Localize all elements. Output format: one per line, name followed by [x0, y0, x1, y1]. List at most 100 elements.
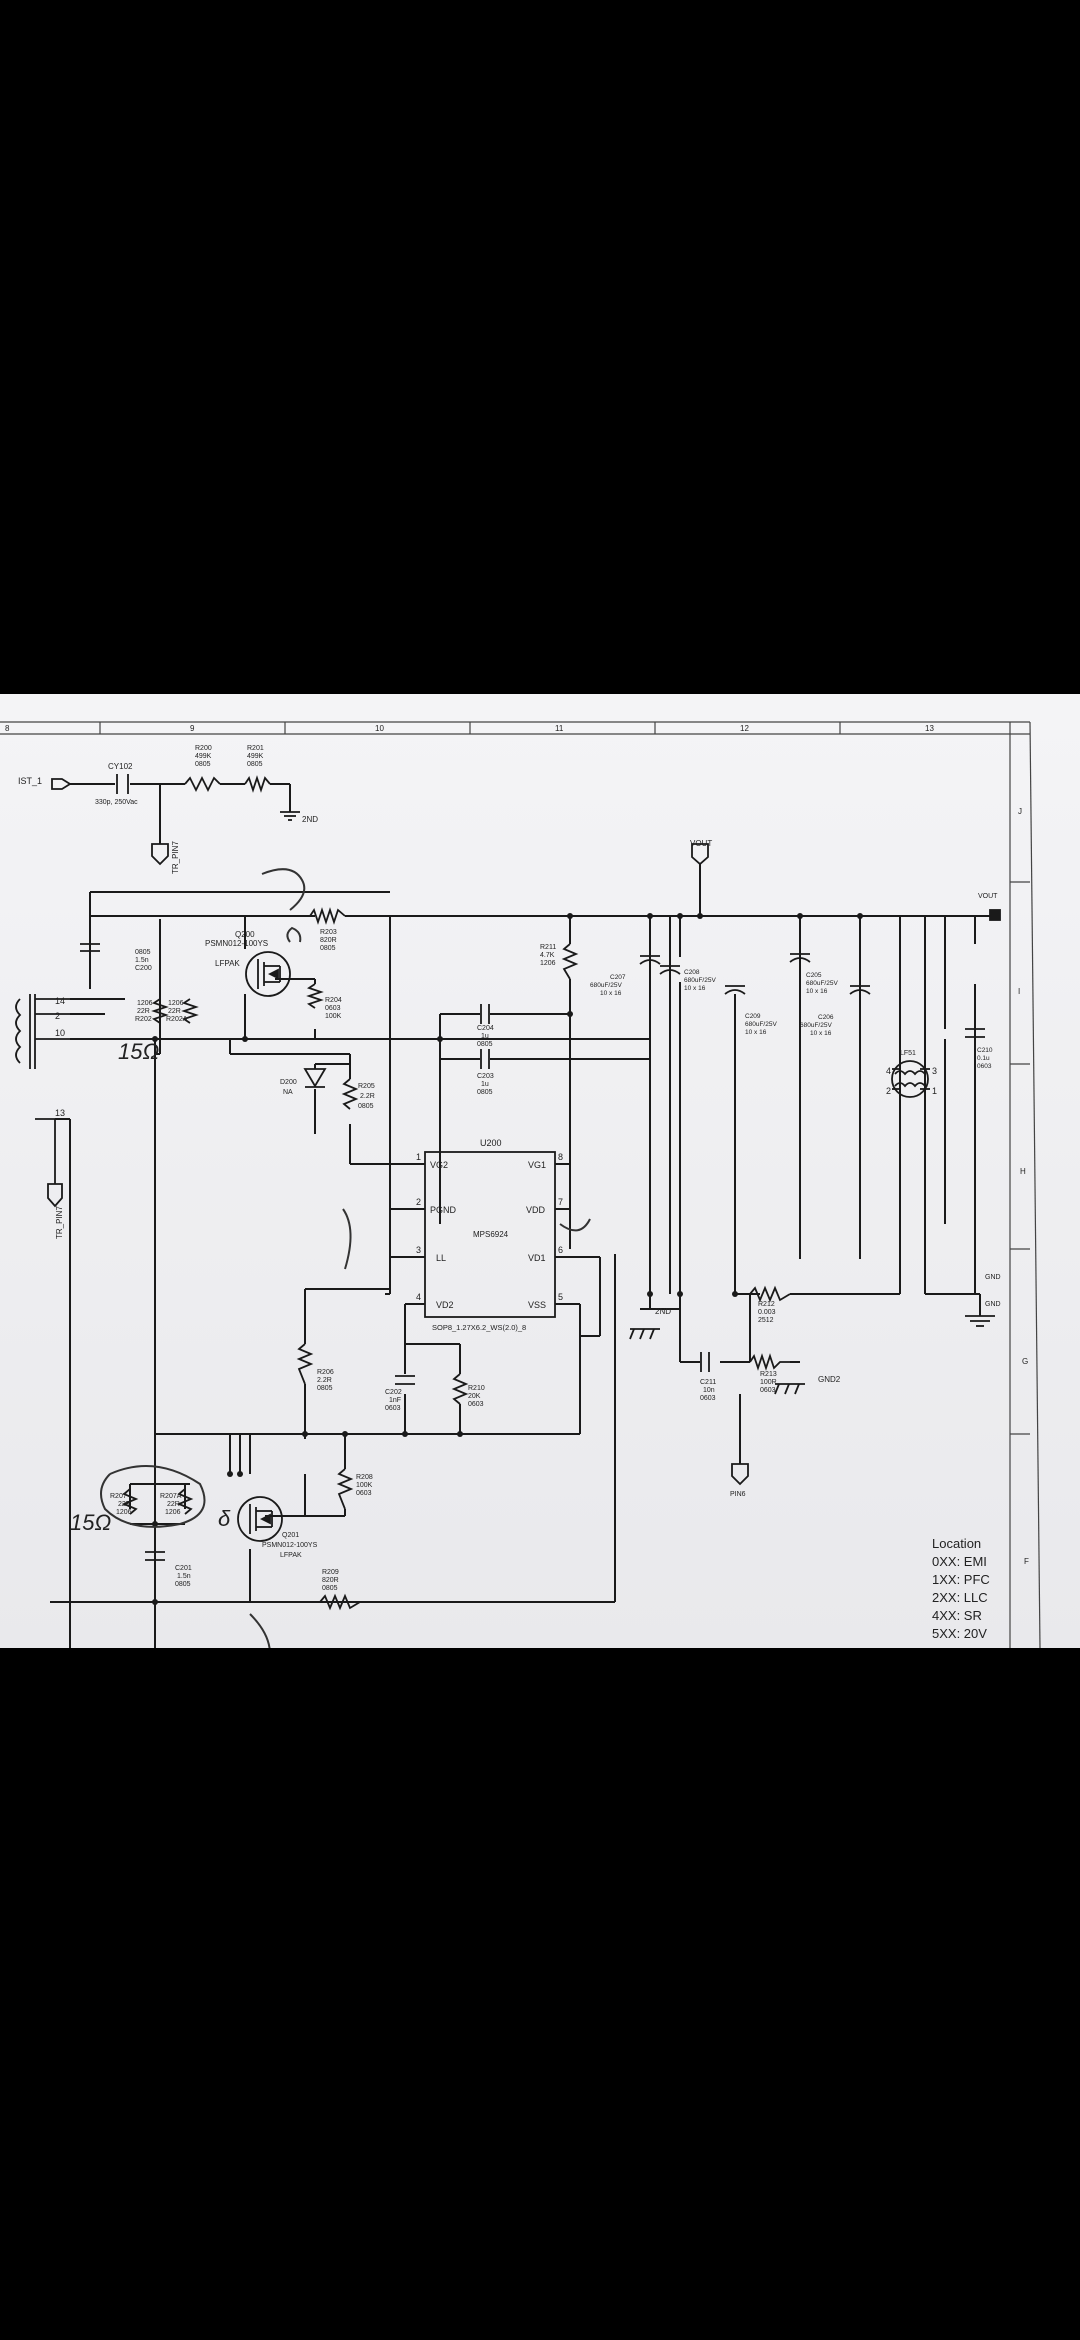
c210-value: 0.1u — [977, 1055, 990, 1062]
pen-mark — [559, 1218, 591, 1232]
r208-pkg: 0603 — [356, 1490, 372, 1497]
ic-pin-number: 4 — [416, 1292, 421, 1302]
r201-value: 499K — [247, 753, 264, 760]
r203-ref: R203 — [320, 929, 337, 936]
r206b-extra: R202A — [166, 1016, 188, 1023]
side-letter: I — [1018, 987, 1020, 996]
r201-ref: R201 — [247, 745, 264, 752]
q201-pkg: LFPAK — [280, 1552, 302, 1559]
r208-ref: R208 — [356, 1474, 373, 1481]
r213-ref: R213 — [760, 1371, 777, 1378]
ic-pin-number: 7 — [558, 1197, 563, 1207]
schematic-diagram: 8 9 10 11 12 13 J I H G F — [0, 694, 1080, 1648]
grid-number: 12 — [740, 724, 749, 733]
r206a-extra: R202 — [135, 1016, 152, 1023]
r205-ref: R205 — [358, 1083, 375, 1090]
q200-ref: Q200 — [235, 930, 255, 939]
grid-number: 13 — [925, 724, 934, 733]
r210-value: 20K — [468, 1393, 481, 1400]
ic-pin-label-vd1: VD1 — [528, 1253, 546, 1263]
grid-number: 11 — [555, 724, 564, 733]
c201-ref: C201 — [175, 1565, 192, 1572]
c203-ref: C203 — [477, 1073, 494, 1080]
handwritten-note: 15Ω — [118, 1039, 159, 1064]
r209-pkg: 0805 — [322, 1585, 338, 1592]
pen-mark — [261, 868, 306, 911]
c204-value: 1u — [481, 1033, 489, 1040]
net-label-vout: VOUT — [690, 839, 712, 848]
junction-dots — [152, 913, 863, 1605]
ic-pin-number: 1 — [416, 1152, 421, 1162]
handwritten-note: 15Ω — [70, 1510, 111, 1535]
cy102-value: 330p, 250Vac — [95, 799, 138, 806]
c206-value: 680uF/25V — [800, 1022, 832, 1029]
r207a-value: 22R — [167, 1501, 180, 1508]
location-line: 0XX: EMI — [932, 1554, 987, 1569]
net-label: 2ND — [655, 1307, 671, 1316]
side-letter: F — [1024, 1557, 1029, 1566]
pen-mark — [286, 926, 302, 943]
side-letter: H — [1020, 1167, 1026, 1176]
u200-ref: U200 — [480, 1138, 502, 1148]
c204-pkg: 0805 — [477, 1041, 493, 1048]
r207a-ref: R207A — [160, 1493, 182, 1500]
c206-pkg: 10 x 16 — [810, 1030, 832, 1037]
r206a-ref: 1206 — [137, 1000, 153, 1007]
transformer-pin: 10 — [55, 1028, 65, 1038]
lf51-pin: 3 — [932, 1066, 937, 1076]
location-line: 2XX: LLC — [932, 1590, 988, 1605]
q201-ref: Q201 — [282, 1532, 299, 1539]
c210-pkg: 0603 — [977, 1063, 992, 1070]
r213-pkg: 0603 — [760, 1387, 776, 1394]
r210-pkg: 0603 — [468, 1401, 484, 1408]
c200-ref: C200 — [135, 965, 152, 972]
ic-pin-number: 8 — [558, 1152, 563, 1162]
c208-pkg: 10 x 16 — [684, 985, 706, 992]
ic-pin-number: 3 — [416, 1245, 421, 1255]
c202-pkg: 0603 — [385, 1405, 401, 1412]
r200-value: 499K — [195, 753, 212, 760]
r200-pkg: 0805 — [195, 761, 211, 768]
c207-pkg: 10 x 16 — [600, 990, 622, 997]
ic-pin-label-vd2: VD2 — [436, 1300, 454, 1310]
r209-ref: R209 — [322, 1569, 339, 1576]
r209-value: 820R — [322, 1577, 339, 1584]
r206-pkg: 0805 — [317, 1385, 333, 1392]
u200-part: MPS6924 — [473, 1230, 509, 1239]
r203-value: 820R — [320, 937, 337, 944]
r204-pkg: 100K — [325, 1013, 342, 1020]
r211-value: 4.7K — [540, 952, 555, 959]
d200-value: NA — [283, 1089, 293, 1096]
transformer-pin: 2 — [55, 1011, 60, 1021]
transformer-pin: 13 — [55, 1108, 65, 1118]
c211-pkg: 0603 — [700, 1395, 716, 1402]
c209-pkg: 10 x 16 — [745, 1029, 767, 1036]
c207-value: 680uF/25V — [590, 982, 622, 989]
ic-pin-label-vdd: VDD — [526, 1205, 546, 1215]
c202-ref: C202 — [385, 1389, 402, 1396]
location-title: Location — [932, 1536, 981, 1551]
c209-ref: C209 — [745, 1013, 761, 1020]
r205-value: 2.2R — [360, 1093, 375, 1100]
net-label-ist: IST_1 — [18, 776, 42, 786]
c211-value: 10n — [703, 1387, 715, 1394]
r206a-value: 22R — [137, 1008, 150, 1015]
c208-value: 680uF/25V — [684, 977, 716, 984]
c202-value: 1nF — [389, 1397, 401, 1404]
c205-pkg: 10 x 16 — [806, 988, 828, 995]
net-label-gnd: GND — [985, 1274, 1001, 1281]
c209-value: 680uF/25V — [745, 1021, 777, 1028]
c208-ref: C208 — [684, 969, 700, 976]
net-label-gnd: GND — [985, 1301, 1001, 1308]
ic-pin-label-vss: VSS — [528, 1300, 546, 1310]
c200-value: 1.5n — [135, 957, 149, 964]
r207-value: 22R — [118, 1501, 131, 1508]
pen-mark — [342, 1208, 352, 1270]
u200-footprint: SOP8_1.27X6.2_WS(2.0)_8 — [432, 1323, 526, 1332]
r206-ref: R206 — [317, 1369, 334, 1376]
c201-value: 1.5n — [177, 1573, 191, 1580]
q200-pkg: LFPAK — [215, 959, 240, 968]
r211-ref: R211 — [540, 944, 556, 951]
c206-ref: C206 — [818, 1014, 834, 1021]
c204-ref: C204 — [477, 1025, 494, 1032]
